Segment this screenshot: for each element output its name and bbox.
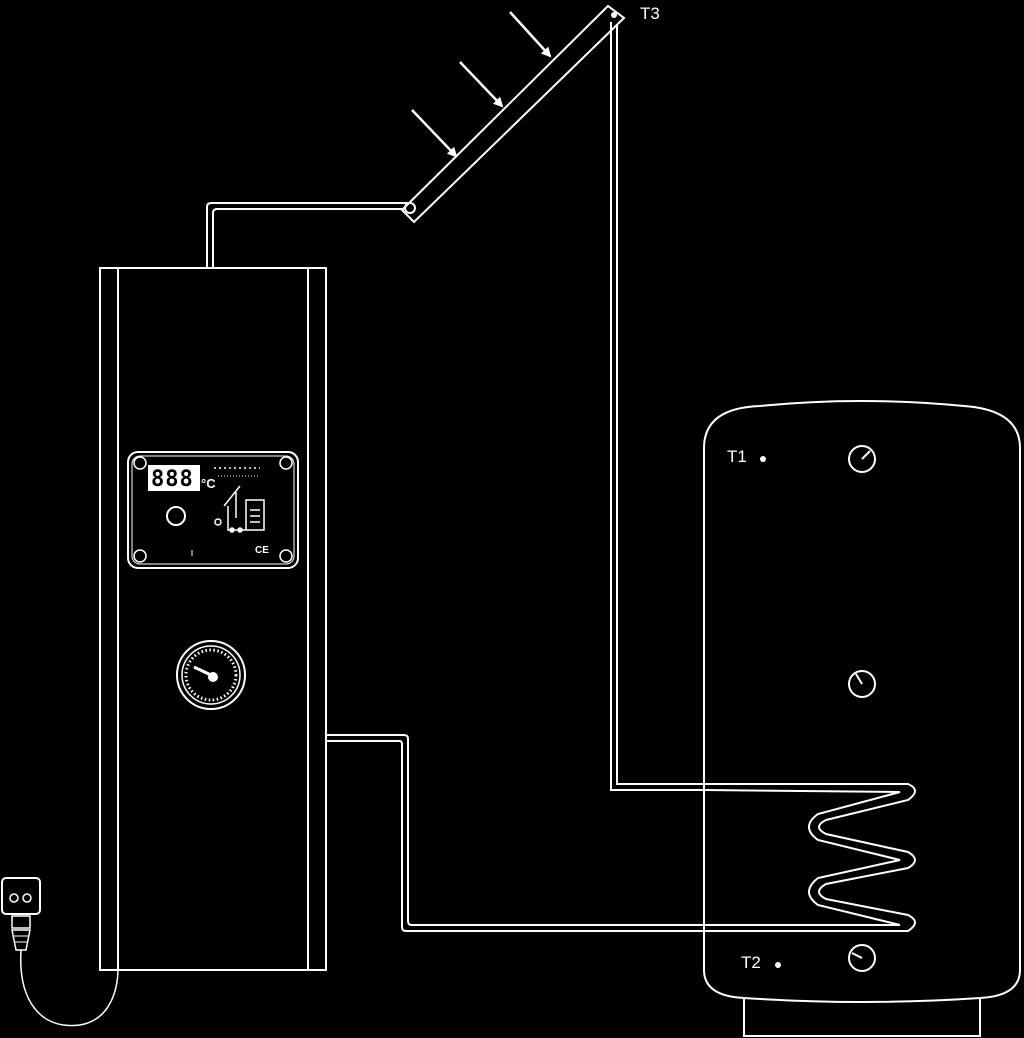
storage-tank	[703, 400, 1021, 1037]
control-knob[interactable]	[166, 506, 186, 526]
boiler-unit	[99, 267, 327, 971]
return-pipe-from-collector	[610, 22, 704, 791]
sensor-label-t2: T2	[741, 953, 761, 972]
sun-ray-arrow	[509, 11, 552, 58]
led-display-value: 888	[151, 467, 194, 492]
power-plug	[1, 877, 41, 951]
ce-mark: CE	[255, 545, 269, 556]
sun-ray-arrows	[411, 11, 552, 158]
led-display	[148, 465, 200, 491]
panel-screw	[279, 456, 293, 470]
display-unit: °C	[201, 476, 216, 491]
sensor-label-t3: T3	[640, 4, 660, 23]
sun-ray-arrow	[459, 61, 504, 108]
supply-pipe-to-collector	[206, 202, 408, 268]
sensor-dot-t2	[775, 962, 781, 968]
panel-screw	[133, 549, 147, 563]
solar-collector	[400, 4, 626, 224]
sensor-dot-t1	[760, 456, 766, 462]
sensor-label-t1: T1	[727, 447, 747, 466]
power-cord	[20, 949, 119, 1027]
panel-screw	[279, 549, 293, 563]
mini-schematic-icon	[214, 485, 265, 533]
sensor-dot-t3	[611, 12, 617, 18]
sun-ray-arrow	[411, 109, 458, 158]
control-panel: 888 °C CE	[127, 451, 299, 569]
tank-thermometer-bottom	[848, 944, 876, 972]
panel-screw	[133, 456, 147, 470]
tank-thermometer-middle	[848, 670, 876, 698]
tank-thermometer-top	[848, 445, 876, 473]
heating-coil	[703, 783, 916, 932]
flow-pipe-boiler-to-tank	[326, 734, 704, 932]
boiler-gauge	[176, 640, 246, 710]
